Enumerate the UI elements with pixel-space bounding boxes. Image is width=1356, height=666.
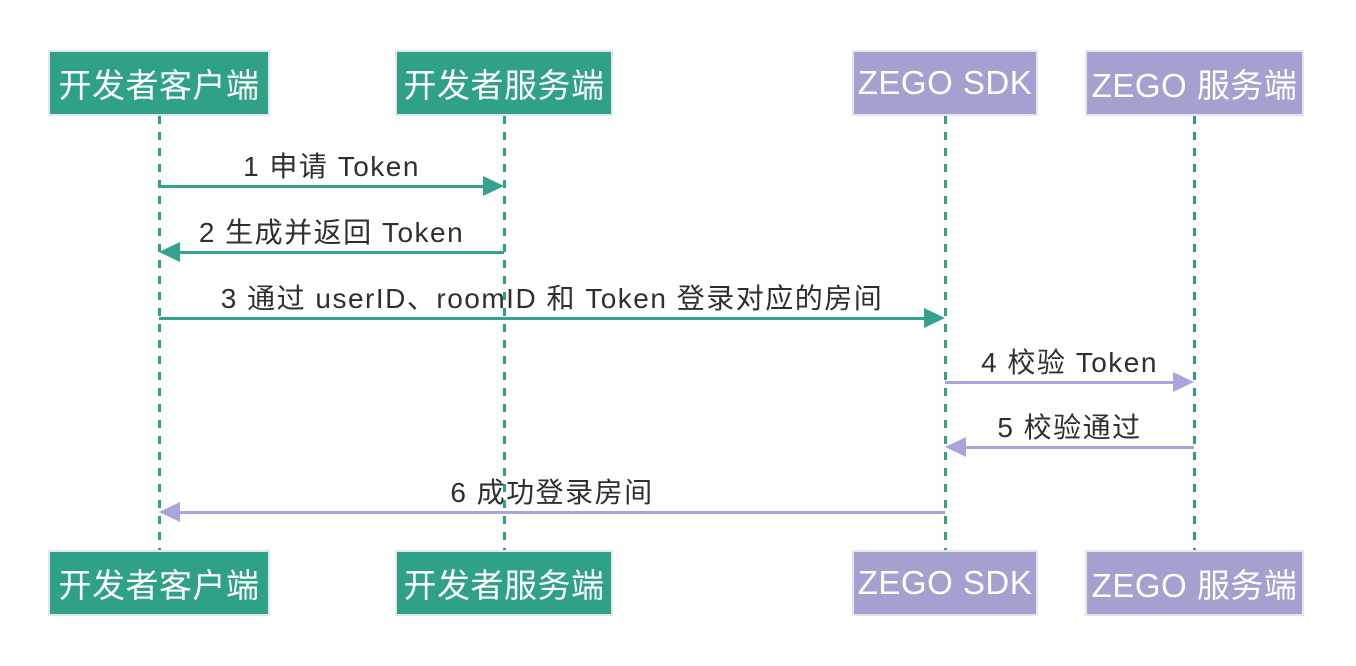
actor-developer-client-top: 开发者客户端 [48, 50, 270, 116]
arrow-left-icon [159, 242, 180, 262]
message-2: 2 生成并返回 Token [159, 217, 504, 262]
message-4: 4 校验 Token [945, 347, 1194, 392]
message-5: 5 校验通过 [945, 412, 1194, 457]
message-5-line [962, 446, 1194, 449]
actor-label: 开发者客户端 [58, 67, 260, 104]
message-1-line [159, 185, 487, 188]
actor-label: 开发者客户端 [58, 567, 260, 604]
lifeline-zego-sdk [944, 116, 947, 550]
actor-label: 开发者服务端 [403, 567, 605, 604]
message-1: 1 申请 Token [159, 151, 504, 196]
actor-zego-sdk-top: ZEGO SDK [852, 50, 1038, 116]
message-1-label: 1 申请 Token [243, 151, 420, 182]
actor-label: ZEGO 服务端 [1091, 67, 1298, 104]
message-2-label: 2 生成并返回 Token [198, 217, 465, 248]
message-6-label: 6 成功登录房间 [450, 477, 654, 508]
lifeline-zego-server [1193, 116, 1196, 550]
message-4-label: 4 校验 Token [981, 347, 1158, 378]
message-6-line [176, 511, 945, 514]
message-2-line [176, 251, 504, 254]
lifeline-developer-server [503, 116, 506, 550]
message-3-line [159, 317, 928, 320]
lifeline-developer-client [158, 116, 161, 550]
arrow-left-icon [945, 437, 966, 457]
arrow-right-icon [483, 176, 504, 196]
actor-developer-server-top: 开发者服务端 [395, 50, 613, 116]
message-3: 3 通过 userID、roomID 和 Token 登录对应的房间 [159, 283, 945, 328]
actor-zego-server-top: ZEGO 服务端 [1085, 50, 1304, 116]
actor-zego-sdk-bottom: ZEGO SDK [852, 550, 1038, 616]
actor-label: ZEGO SDK [857, 564, 1033, 601]
message-3-label: 3 通过 userID、roomID 和 Token 登录对应的房间 [220, 283, 884, 314]
message-5-label: 5 校验通过 [997, 412, 1142, 443]
arrow-left-icon [159, 502, 180, 522]
actor-developer-client-bottom: 开发者客户端 [48, 550, 270, 616]
actor-label: ZEGO SDK [857, 64, 1033, 101]
arrow-right-icon [1173, 372, 1194, 392]
message-4-line [945, 381, 1177, 384]
actor-developer-server-bottom: 开发者服务端 [395, 550, 613, 616]
message-6: 6 成功登录房间 [159, 477, 945, 522]
actor-label: ZEGO 服务端 [1091, 567, 1298, 604]
arrow-right-icon [924, 308, 945, 328]
actor-zego-server-bottom: ZEGO 服务端 [1085, 550, 1304, 616]
actor-label: 开发者服务端 [403, 67, 605, 104]
